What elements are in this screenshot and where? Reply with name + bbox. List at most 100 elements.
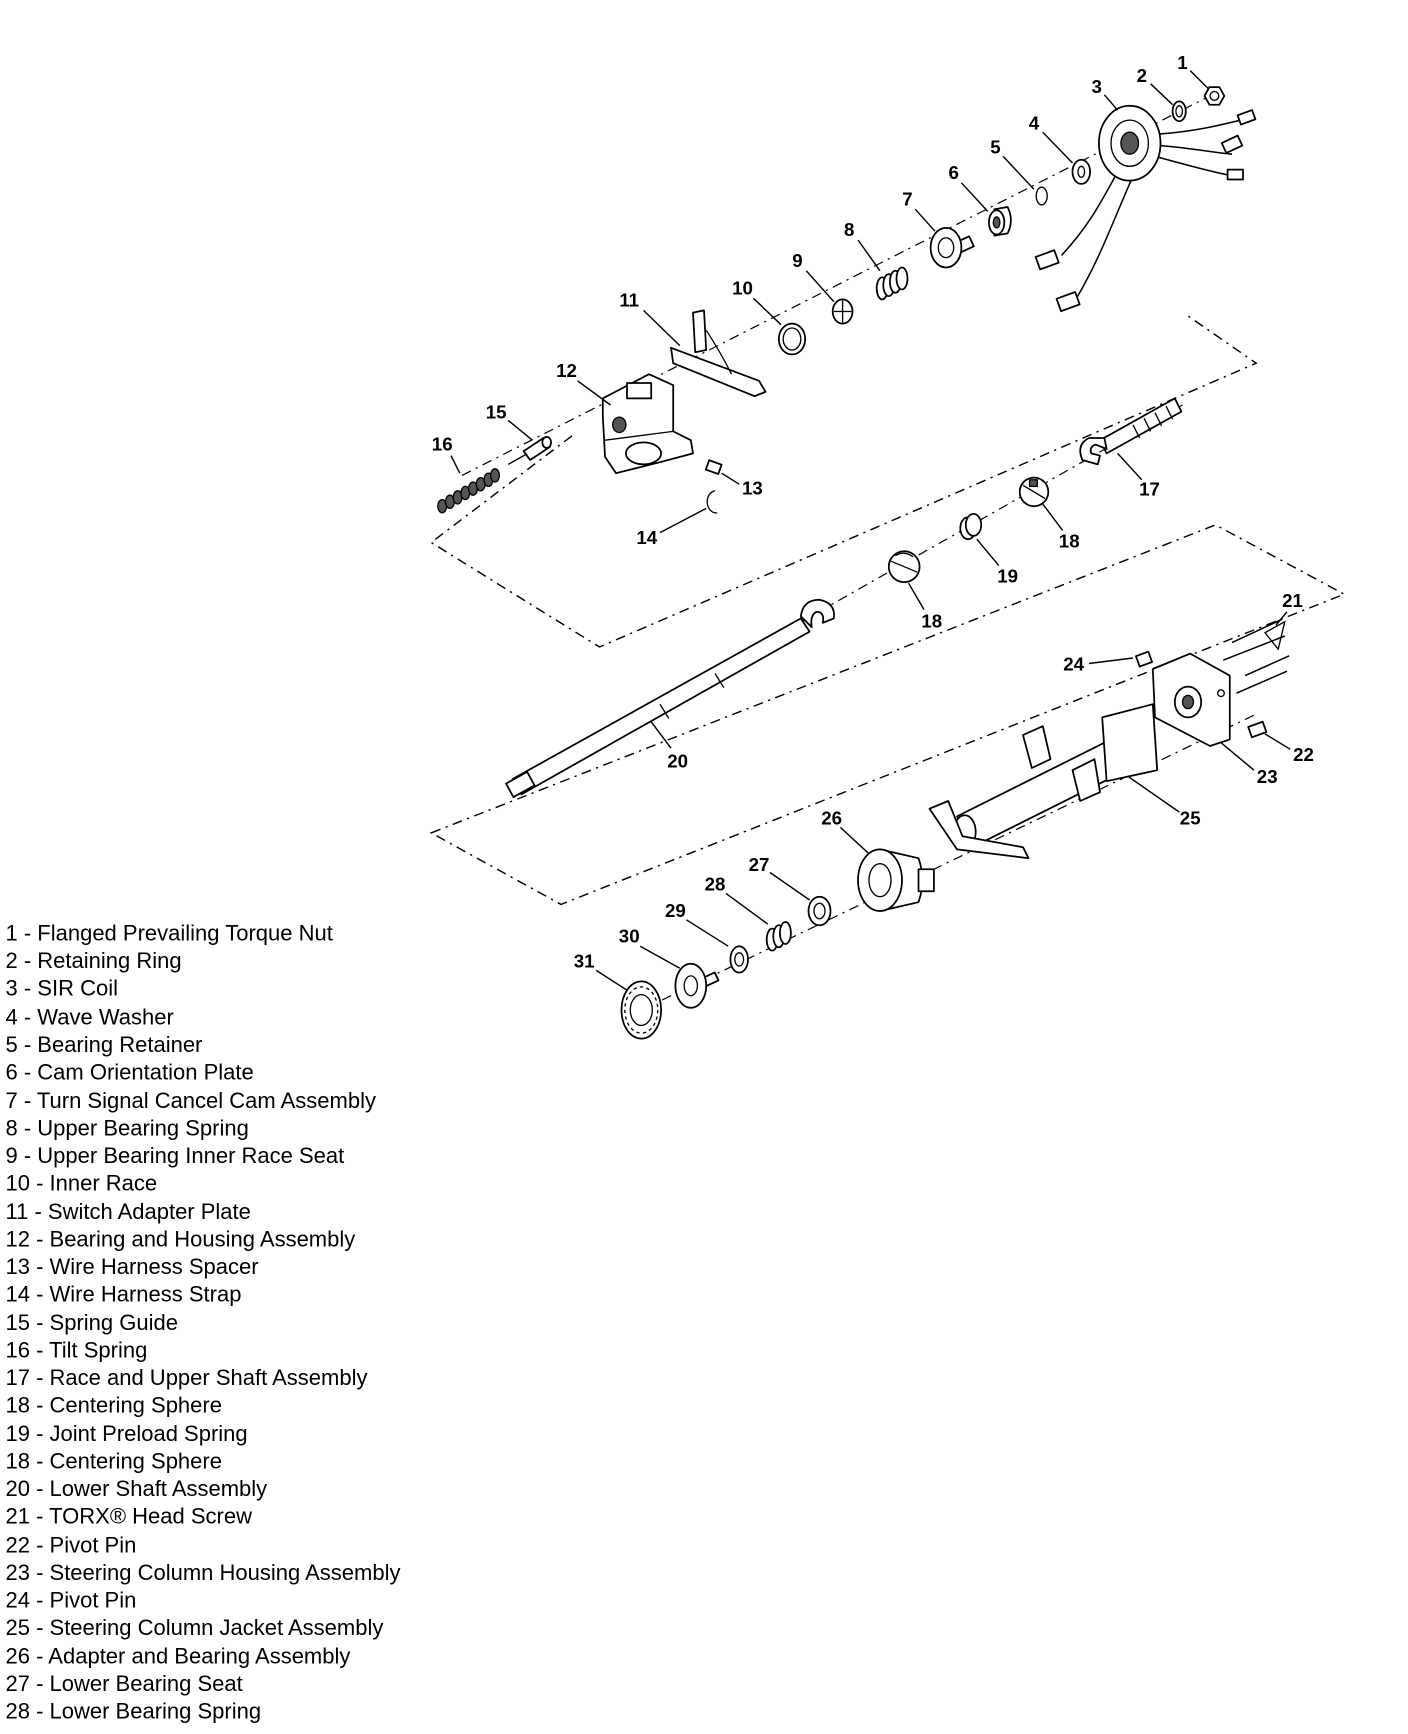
- part-centering-sphere-upper: [1018, 476, 1050, 508]
- callout-31: 31: [574, 951, 595, 972]
- part-wave-washer: [1071, 158, 1091, 185]
- leader-line-1: [1189, 70, 1210, 90]
- leader-line-21: [1275, 611, 1288, 626]
- leader-line-4: [1042, 131, 1074, 164]
- legend-item: 18 - Centering Sphere: [6, 1393, 222, 1418]
- callout-11: 11: [619, 290, 639, 311]
- part-joint-preload-spring: [959, 513, 983, 541]
- leader-line-28: [725, 892, 769, 925]
- callout-18-upper: 18: [1059, 530, 1080, 551]
- part-flanged-prevailing-torque-nut: [1203, 86, 1226, 106]
- part-switch-adapter-plate: [670, 309, 767, 398]
- part-steering-column-housing-assembly: [1151, 652, 1231, 747]
- part-lower-shaft-assembly: [505, 598, 835, 798]
- callout-28: 28: [705, 874, 726, 895]
- leader-line-2: [1150, 83, 1174, 106]
- leader-line-5: [1002, 155, 1035, 190]
- callout-23: 23: [1257, 766, 1278, 787]
- callout-19: 19: [997, 566, 1018, 587]
- callout-18-lower: 18: [921, 611, 942, 632]
- leader-lines: [450, 70, 1291, 991]
- leader-line-29: [686, 919, 729, 947]
- part-bearing-retainer: [1035, 186, 1048, 206]
- legend-item: 1 - Flanged Prevailing Torque Nut: [6, 921, 333, 946]
- part-upper-bearing-spring: [875, 266, 909, 301]
- legend-item: 18 - Centering Sphere: [6, 1449, 222, 1474]
- leader-line-8: [857, 239, 881, 272]
- leader-line-23: [1220, 742, 1255, 771]
- leader-line-7: [914, 208, 936, 232]
- part-sir-coil: [1034, 104, 1257, 313]
- leader-line-19: [976, 538, 1000, 567]
- part-cam-orientation-plate: [988, 206, 1012, 237]
- callout-27: 27: [749, 854, 770, 875]
- callout-3: 3: [1091, 76, 1101, 97]
- leader-line-10: [753, 297, 782, 326]
- part-30-disk: [674, 962, 720, 1009]
- leader-line-16: [450, 455, 461, 474]
- legend-item: 25 - Steering Column Jacket Assembly: [6, 1615, 384, 1640]
- part-turn-signal-cancel-cam-assembly: [929, 227, 975, 269]
- callout-15: 15: [486, 402, 507, 423]
- legend-item: 28 - Lower Bearing Spring: [6, 1698, 262, 1723]
- part-spring-guide: [507, 436, 552, 465]
- leader-line-18-upper: [1042, 503, 1064, 531]
- part-lower-bearing-spring: [765, 921, 792, 952]
- legend-item: 23 - Steering Column Housing Assembly: [6, 1560, 401, 1585]
- leader-line-11: [643, 309, 681, 347]
- part-steering-column-jacket-assembly: [928, 703, 1159, 860]
- legend-item: 9 - Upper Bearing Inner Race Seat: [6, 1143, 345, 1168]
- callout-13: 13: [742, 478, 763, 499]
- part-29-ring: [729, 945, 749, 974]
- leader-line-12: [577, 380, 611, 406]
- legend-item: 21 - TORX® Head Screw: [6, 1504, 253, 1529]
- part-adapter-and-bearing-assembly: [857, 848, 935, 912]
- callout-7: 7: [902, 188, 912, 209]
- parts-legend: 1 - Flanged Prevailing Torque Nut 2 - Re…: [6, 921, 401, 1724]
- legend-item: 16 - Tilt Spring: [6, 1338, 148, 1363]
- legend-item: 20 - Lower Shaft Assembly: [6, 1476, 268, 1501]
- callout-26: 26: [821, 808, 842, 829]
- callout-4: 4: [1029, 112, 1040, 133]
- leader-line-15: [507, 419, 533, 441]
- leader-line-27: [769, 871, 811, 901]
- lower-assembly-axis: [641, 714, 1255, 1011]
- part-centering-sphere-lower: [887, 550, 921, 583]
- callout-16: 16: [432, 434, 453, 455]
- part-torx-head-screws: [1222, 618, 1290, 694]
- legend-item: 14 - Wire Harness Strap: [6, 1282, 242, 1307]
- legend-item: 12 - Bearing and Housing Assembly: [6, 1227, 356, 1252]
- upper-shaft-group-box: [429, 315, 1258, 648]
- legend-item: 15 - Spring Guide: [6, 1310, 178, 1335]
- part-bearing-and-housing-assembly: [601, 373, 694, 475]
- leader-line-6: [960, 182, 989, 212]
- legend-item: 26 - Adapter and Bearing Assembly: [6, 1643, 351, 1668]
- callout-17: 17: [1139, 479, 1160, 500]
- callout-labels: 1 2 3 4 5 6 7 8 9 10 11 12 13 14 15 16 1…: [432, 52, 1314, 972]
- part-pivot-pin-22: [1247, 720, 1268, 739]
- callout-12: 12: [556, 360, 577, 381]
- legend-item: 11 - Switch Adapter Plate: [6, 1199, 251, 1224]
- legend-item: 6 - Cam Orientation Plate: [6, 1059, 254, 1084]
- callout-2: 2: [1137, 65, 1147, 86]
- callout-14: 14: [636, 527, 657, 548]
- part-pivot-pin-24: [1135, 650, 1153, 668]
- part-inner-race: [777, 322, 807, 356]
- callout-29: 29: [665, 900, 686, 921]
- part-wire-harness-strap: [706, 490, 718, 514]
- legend-item: 13 - Wire Harness Spacer: [6, 1254, 259, 1279]
- legend-item: 5 - Bearing Retainer: [6, 1032, 203, 1057]
- leader-line-17: [1117, 452, 1143, 481]
- callout-30: 30: [619, 925, 640, 946]
- part-race-and-upper-shaft-assembly: [1079, 397, 1183, 466]
- leader-line-14: [659, 507, 707, 534]
- part-wire-harness-spacer: [704, 459, 723, 475]
- callout-1: 1: [1177, 52, 1187, 73]
- legend-item: 3 - SIR Coil: [6, 976, 118, 1001]
- leader-line-9: [805, 270, 835, 303]
- leader-line-20: [650, 721, 672, 749]
- leader-line-25: [1128, 776, 1180, 813]
- leader-line-18-lower: [907, 582, 925, 610]
- leader-line-3: [1103, 94, 1119, 111]
